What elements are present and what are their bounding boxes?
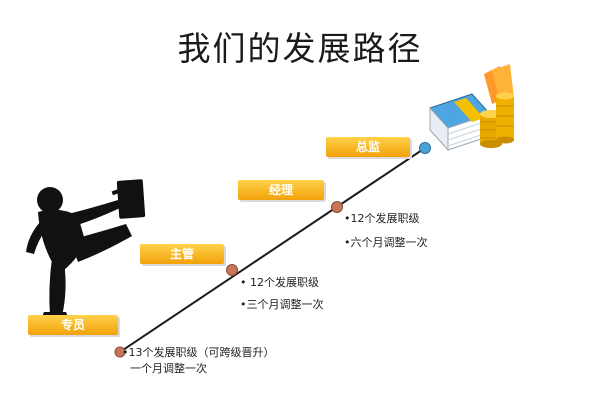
stage-label-specialist: 专员 xyxy=(28,315,118,335)
node-dot-manager xyxy=(331,201,343,213)
note-manager-levels: •12个发展职级 xyxy=(344,212,420,225)
note-specialist-levels: •13个发展职级（可跨级晋升） xyxy=(122,346,275,359)
stage-label-supervisor: 主管 xyxy=(140,244,224,264)
stage-label-director: 总监 xyxy=(326,137,410,157)
person-kicking-silhouette-icon xyxy=(26,179,146,322)
node-dot-director xyxy=(419,142,431,154)
money-stack-icon xyxy=(429,64,514,152)
page-title: 我们的发展路径 xyxy=(177,29,423,68)
note-supervisor-frequency: •三个月调整一次 xyxy=(240,298,324,311)
node-dot-specialist xyxy=(114,346,126,358)
note-supervisor-levels: • 12个发展职级 xyxy=(240,276,319,289)
note-specialist-frequency: 一个月调整一次 xyxy=(130,362,207,375)
node-dot-supervisor xyxy=(226,264,238,276)
growth-path-line xyxy=(119,147,426,353)
note-manager-frequency: •六个月调整一次 xyxy=(344,236,428,249)
stage-label-manager: 经理 xyxy=(238,180,324,200)
